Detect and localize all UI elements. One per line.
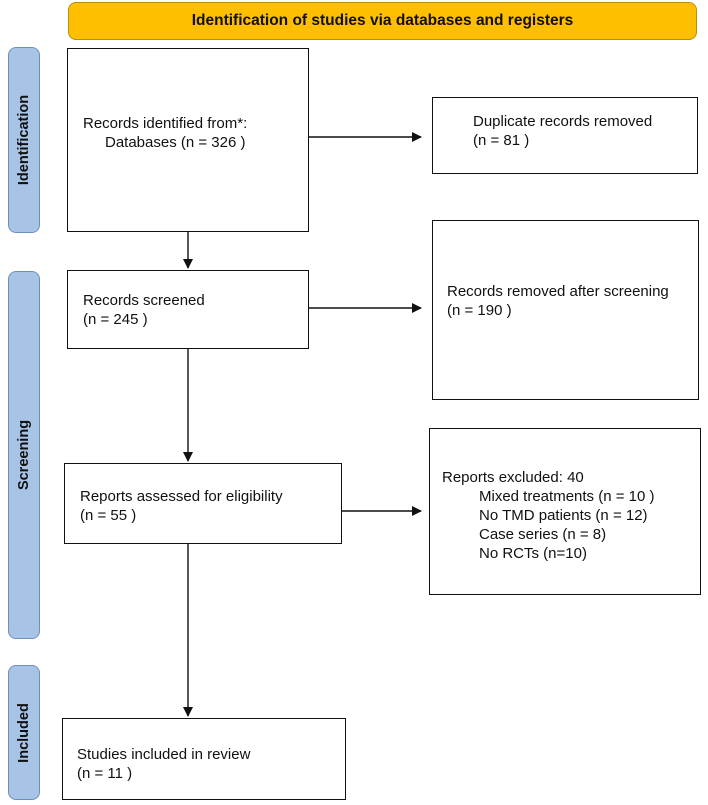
records-identified-title: Records identified from*: — [83, 115, 248, 132]
duplicates-removed-count: (n = 81 ) — [473, 132, 530, 149]
records-screened-count: (n = 245 ) — [83, 311, 148, 328]
records-screened-box: Records screened (n = 245 ) — [67, 270, 309, 349]
removed-after-screening-count: (n = 190 ) — [447, 302, 512, 319]
reports-excluded-title: Reports excluded: 40 — [442, 469, 584, 486]
phase-screening: Screening — [8, 271, 40, 639]
removed-after-screening-title: Records removed after screening — [447, 283, 669, 300]
exclusion-reason: Mixed treatments (n = 10 ) — [479, 488, 655, 505]
diagram-header: Identification of studies via databases … — [68, 2, 697, 40]
phase-included: Included — [8, 665, 40, 800]
reports-excluded-box: Reports excluded: 40 Mixed treatments (n… — [429, 428, 701, 595]
removed-after-screening-box: Records removed after screening (n = 190… — [432, 220, 699, 400]
records-identified-count: Databases (n = 326 ) — [105, 134, 246, 151]
duplicates-removed-title: Duplicate records removed — [473, 113, 653, 130]
studies-included-count: (n = 11 ) — [77, 765, 133, 782]
reports-assessed-title: Reports assessed for eligibility — [80, 488, 283, 505]
exclusion-reason: No TMD patients (n = 12) — [479, 507, 648, 524]
exclusion-reason: Case series (n = 8) — [479, 526, 607, 543]
exclusion-reason: No RCTs (n=10) — [479, 545, 587, 562]
records-identified-box: Records identified from*: Databases (n =… — [67, 48, 309, 232]
studies-included-title: Studies included in review — [77, 746, 251, 763]
studies-included-box: Studies included in review (n = 11 ) — [62, 718, 346, 800]
duplicates-removed-box: Duplicate records removed (n = 81 ) — [432, 97, 698, 174]
reports-assessed-box: Reports assessed for eligibility (n = 55… — [64, 463, 342, 544]
reports-assessed-count: (n = 55 ) — [80, 507, 137, 524]
records-screened-title: Records screened — [83, 292, 205, 309]
header-title: Identification of studies via databases … — [191, 12, 574, 29]
phase-identification: Identification — [8, 47, 40, 233]
